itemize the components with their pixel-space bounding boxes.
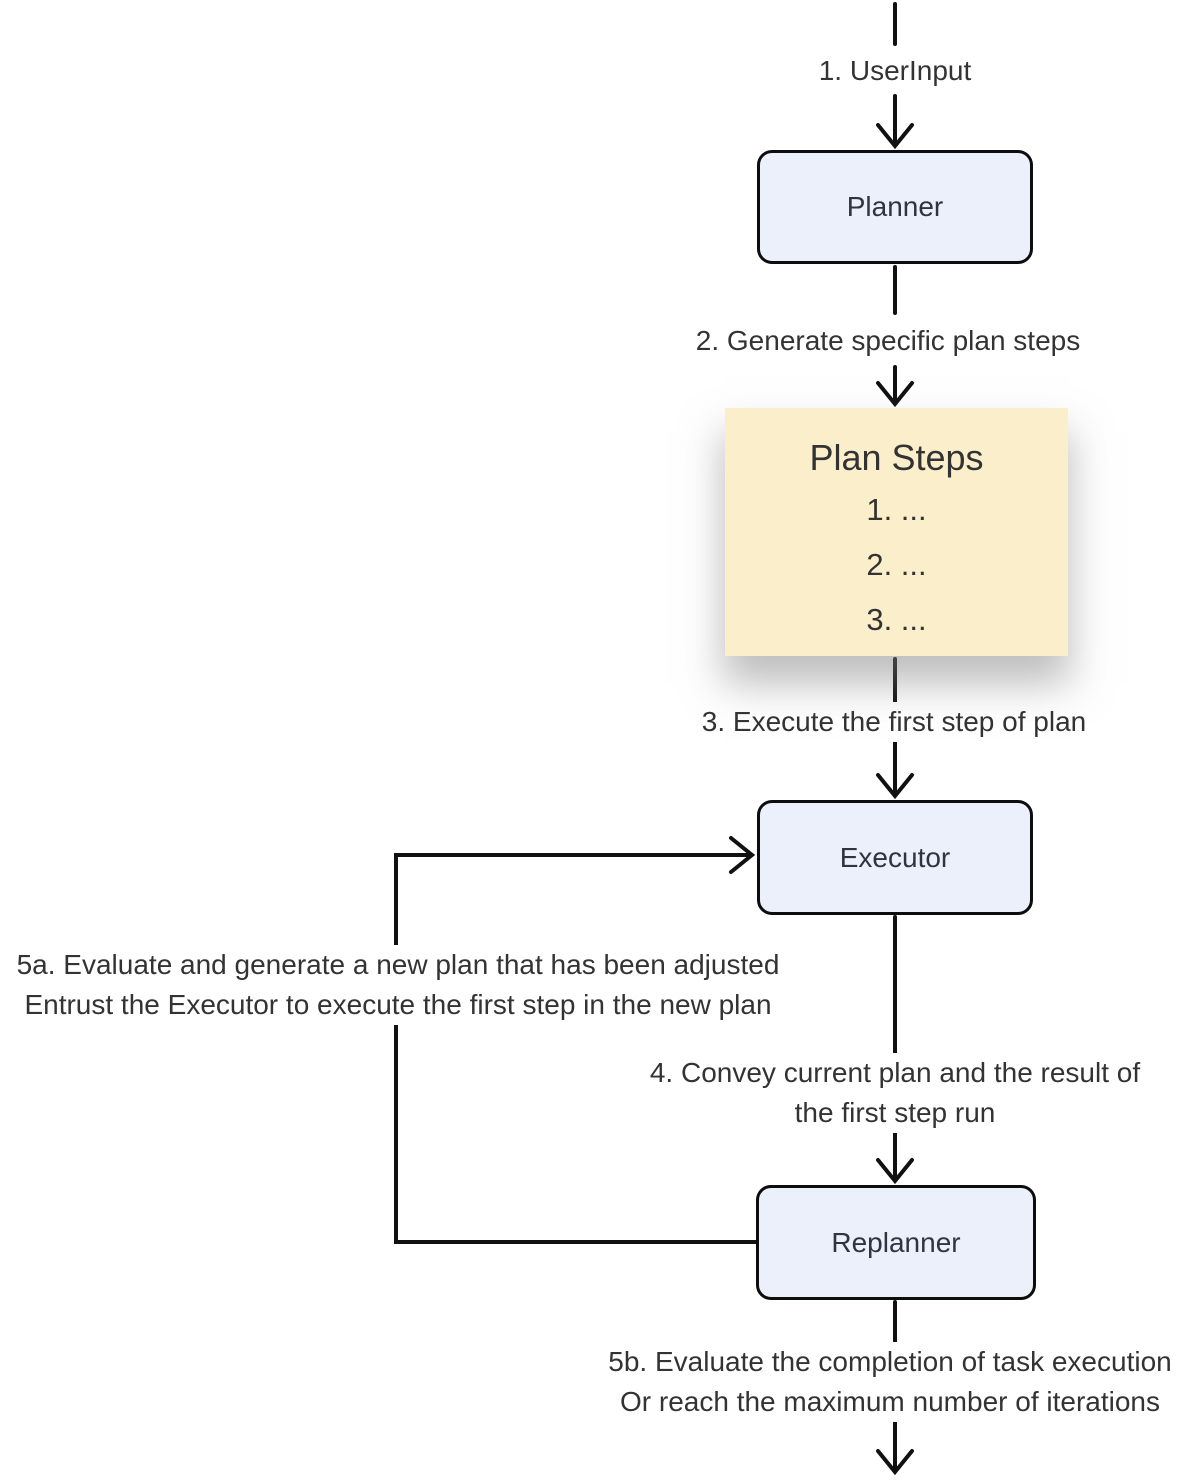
arrowhead-down-icon xyxy=(876,773,914,800)
edge-label-line: the first step run xyxy=(794,1097,996,1128)
node-replanner: Replanner xyxy=(756,1185,1036,1300)
arrowhead-down-icon xyxy=(876,1449,914,1476)
node-planner: Planner xyxy=(757,150,1033,264)
edge-label-line: 3. Execute the first step of plan xyxy=(701,706,1087,737)
edge-label-finish: 5b. Evaluate the completion of task exec… xyxy=(598,1342,1182,1422)
node-plan-steps: Plan Steps 1. ... 2. ... 3. ... xyxy=(725,408,1068,656)
node-label: Replanner xyxy=(831,1226,961,1258)
edge-label-replan: 5a. Evaluate and generate a new plan tha… xyxy=(6,945,790,1025)
edge-label-line: 5a. Evaluate and generate a new plan tha… xyxy=(16,949,780,980)
edge-label-line: Or reach the maximum number of iteration… xyxy=(620,1386,1160,1417)
arrowhead-down-icon xyxy=(876,1158,914,1185)
arrowhead-down-icon xyxy=(876,123,914,150)
plan-steps-item: 3. ... xyxy=(866,602,927,637)
plan-steps-item: 1. ... xyxy=(866,492,927,527)
node-executor: Executor xyxy=(757,800,1033,915)
edge-label-line: 1. UserInput xyxy=(818,55,972,86)
edge-label-line: 5b. Evaluate the completion of task exec… xyxy=(608,1346,1172,1377)
edge-label-convey: 4. Convey current plan and the result of… xyxy=(639,1053,1151,1133)
arrowhead-right-icon xyxy=(729,836,756,874)
arrowhead-down-icon xyxy=(876,381,914,408)
edge-label-execute-first: 3. Execute the first step of plan xyxy=(691,702,1097,742)
node-label: Executor xyxy=(839,841,951,873)
plan-steps-title: Plan Steps xyxy=(809,437,984,478)
node-label: Planner xyxy=(846,191,944,222)
edge-replan-loop-line xyxy=(394,853,758,1244)
edge-label-generate-steps: 2. Generate specific plan steps xyxy=(685,321,1091,361)
edge-label-user-input: 1. UserInput xyxy=(808,51,982,91)
edge-label-line: Entrust the Executor to execute the firs… xyxy=(24,989,772,1020)
plan-steps-item: 2. ... xyxy=(866,547,927,582)
edge-label-line: 2. Generate specific plan steps xyxy=(695,325,1081,356)
edge-label-line: 4. Convey current plan and the result of xyxy=(649,1057,1141,1088)
